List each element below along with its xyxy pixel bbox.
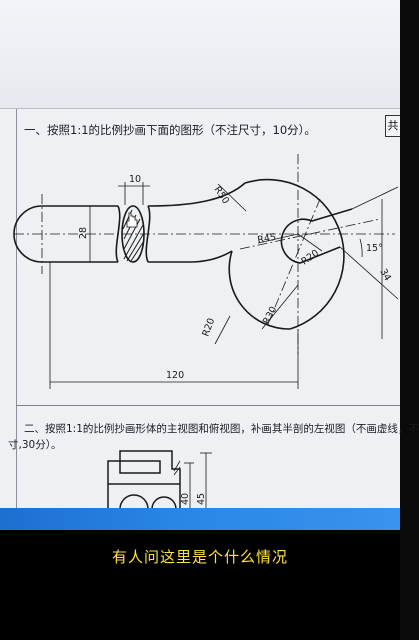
dim-34: 34 xyxy=(377,267,393,283)
page-border xyxy=(16,109,17,509)
hand-pointer-icon xyxy=(126,212,138,228)
dim-10: 10 xyxy=(129,174,141,185)
slot-centerline-diag xyxy=(267,198,321,325)
question-1-title: 一、按照1:1的比例抄画下面的图形（不注尺寸，10分）。 xyxy=(24,123,316,137)
dim-r30: R30 xyxy=(261,305,279,327)
wrench-drawing: 10 28 R50 R45 R20 R20 R30 15° 34 120 xyxy=(13,154,399,389)
bore-arc xyxy=(119,494,149,510)
dim-r50: R50 xyxy=(212,185,232,207)
question-2-title-cont: 寸,30分）。 xyxy=(8,439,62,451)
taskbar[interactable] xyxy=(0,508,400,530)
dim-r20-inner: R20 xyxy=(299,248,321,268)
dim-r45: R45 xyxy=(257,232,277,246)
head-outline xyxy=(244,178,345,330)
angled-centerline xyxy=(239,218,381,250)
video-caption: 有人问这里是个什么情况 xyxy=(111,548,288,566)
dim-120: 120 xyxy=(166,370,184,381)
dim-45: 45 xyxy=(196,493,207,505)
screen-glare xyxy=(0,0,400,110)
handle-neck xyxy=(147,182,246,207)
question-2-title: 二、按照1:1的比例抄画形体的主视图和俯视图，补画其半剖的左视图（不画虚线，不 xyxy=(24,423,419,435)
monitor-screen: 一、按照1:1的比例抄画下面的图形（不注尺寸，10分）。 共 xyxy=(0,0,419,530)
head-lower-arc xyxy=(228,250,291,330)
part-drawing: 40 45 xyxy=(107,450,212,510)
dim-28: 28 xyxy=(78,227,89,239)
dim-40: 40 xyxy=(180,493,191,505)
slot-outline xyxy=(280,208,353,264)
handle-outline xyxy=(13,205,118,263)
question-divider xyxy=(16,405,400,406)
dim-r20-fillet: R20 xyxy=(200,317,217,338)
corner-tag: 共 xyxy=(385,115,400,137)
handle-neck-lower xyxy=(148,250,233,263)
exam-document[interactable]: 一、按照1:1的比例抄画下面的图形（不注尺寸，10分）。 共 xyxy=(0,108,419,510)
caption-band xyxy=(0,530,400,640)
dim-15deg: 15° xyxy=(366,243,383,254)
